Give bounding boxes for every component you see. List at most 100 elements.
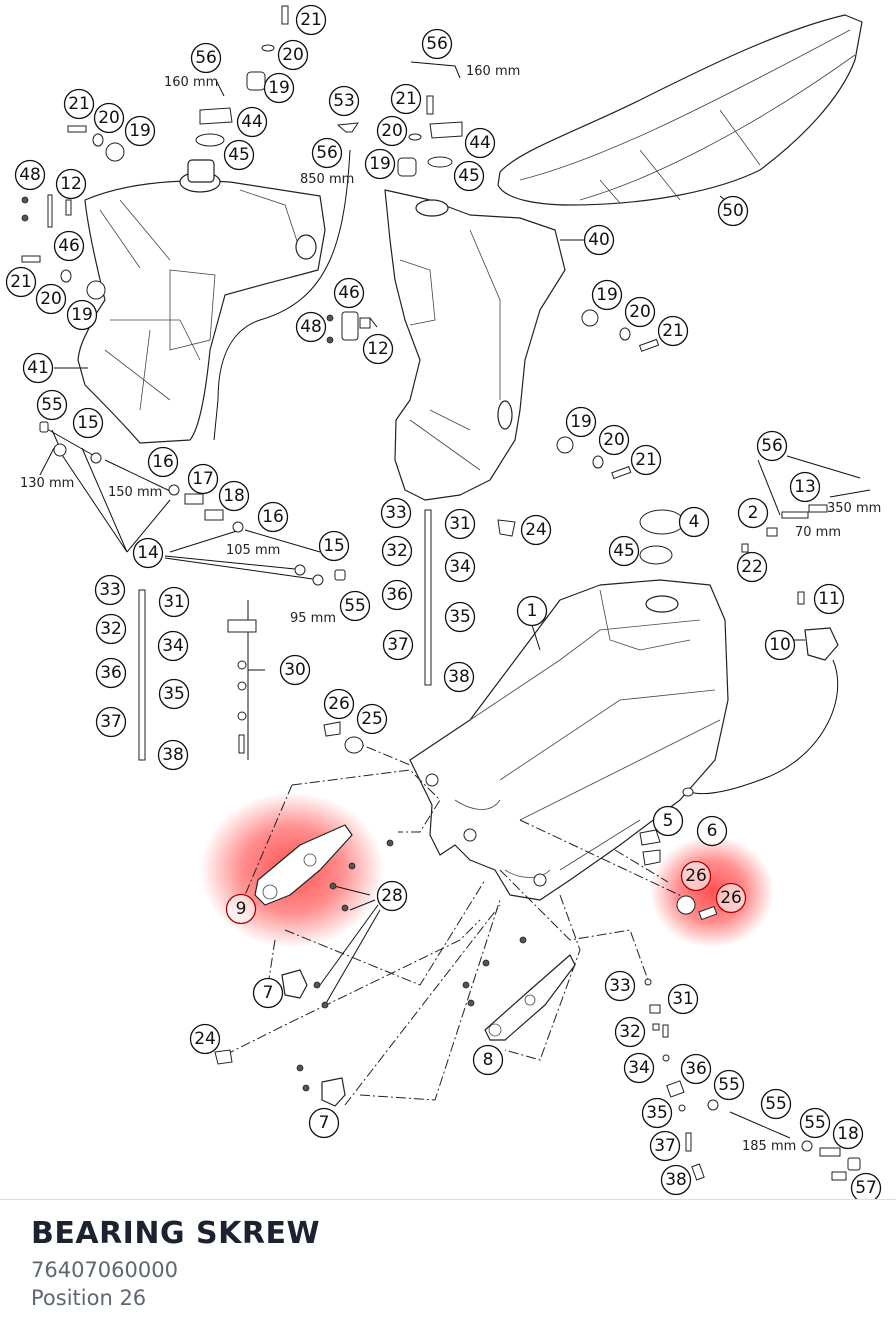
callout-55[interactable]: 55: [799, 1107, 831, 1139]
callout-21[interactable]: 21: [657, 315, 689, 347]
callout-44[interactable]: 44: [464, 127, 496, 159]
callout-20[interactable]: 20: [376, 115, 408, 147]
callout-32[interactable]: 32: [381, 535, 413, 567]
callout-6[interactable]: 6: [696, 815, 728, 847]
callout-33[interactable]: 33: [380, 497, 412, 529]
callout-32[interactable]: 32: [95, 613, 127, 645]
callout-24[interactable]: 24: [520, 514, 552, 546]
callout-56[interactable]: 56: [756, 430, 788, 462]
callout-31[interactable]: 31: [667, 983, 699, 1015]
measurement-label: 70 mm: [795, 525, 841, 540]
callout-26[interactable]: 26: [323, 688, 355, 720]
callout-20[interactable]: 20: [277, 39, 309, 71]
callout-19[interactable]: 19: [364, 148, 396, 180]
callout-55[interactable]: 55: [713, 1069, 745, 1101]
callout-37[interactable]: 37: [95, 706, 127, 738]
callout-18[interactable]: 18: [832, 1118, 864, 1150]
callout-55[interactable]: 55: [339, 590, 371, 622]
callout-35[interactable]: 35: [158, 678, 190, 710]
callout-28[interactable]: 28: [376, 880, 408, 912]
callout-45[interactable]: 45: [223, 139, 255, 171]
callout-38[interactable]: 38: [443, 661, 475, 693]
callout-13[interactable]: 13: [789, 471, 821, 503]
callout-48[interactable]: 48: [14, 159, 46, 191]
callout-4[interactable]: 4: [678, 506, 710, 538]
callout-55[interactable]: 55: [36, 389, 68, 421]
callout-37[interactable]: 37: [649, 1130, 681, 1162]
callout-19[interactable]: 19: [263, 72, 295, 104]
callout-21[interactable]: 21: [63, 88, 95, 120]
callout-34[interactable]: 34: [444, 551, 476, 583]
callout-17[interactable]: 17: [187, 463, 219, 495]
callout-36[interactable]: 36: [680, 1053, 712, 1085]
callout-55[interactable]: 55: [760, 1088, 792, 1120]
callout-44[interactable]: 44: [236, 106, 268, 138]
callout-1[interactable]: 1: [516, 595, 548, 627]
callout-33[interactable]: 33: [604, 970, 636, 1002]
callout-35[interactable]: 35: [444, 601, 476, 633]
callout-38[interactable]: 38: [660, 1164, 692, 1196]
callout-31[interactable]: 31: [444, 508, 476, 540]
callout-9-highlighted[interactable]: 9: [225, 893, 257, 925]
callout-26-highlighted[interactable]: 26: [680, 860, 712, 892]
callout-34[interactable]: 34: [157, 630, 189, 662]
callout-16[interactable]: 16: [147, 446, 179, 478]
callout-21[interactable]: 21: [295, 4, 327, 36]
callout-30[interactable]: 30: [279, 654, 311, 686]
callout-22[interactable]: 22: [736, 551, 768, 583]
leader-lines: [39, 195, 861, 1006]
callout-8[interactable]: 8: [472, 1044, 504, 1076]
callout-7[interactable]: 7: [252, 977, 284, 1009]
callout-14[interactable]: 14: [132, 537, 164, 569]
callout-5[interactable]: 5: [652, 805, 684, 837]
callout-41[interactable]: 41: [22, 352, 54, 384]
callout-40[interactable]: 40: [583, 224, 615, 256]
callout-36[interactable]: 36: [381, 579, 413, 611]
callout-20[interactable]: 20: [598, 424, 630, 456]
callout-35[interactable]: 35: [641, 1097, 673, 1129]
callout-11[interactable]: 11: [813, 583, 845, 615]
callout-12[interactable]: 12: [362, 333, 394, 365]
callout-53[interactable]: 53: [328, 85, 360, 117]
callout-21[interactable]: 21: [5, 266, 37, 298]
callout-25[interactable]: 25: [356, 703, 388, 735]
callout-57[interactable]: 57: [850, 1172, 882, 1201]
callout-20[interactable]: 20: [35, 283, 67, 315]
callout-7[interactable]: 7: [308, 1107, 340, 1139]
callout-26-highlighted[interactable]: 26: [715, 882, 747, 914]
callout-56[interactable]: 56: [311, 137, 343, 169]
callout-19[interactable]: 19: [124, 115, 156, 147]
svg-text:19: 19: [596, 285, 618, 305]
callout-2[interactable]: 2: [737, 497, 769, 529]
callout-24[interactable]: 24: [189, 1023, 221, 1055]
callout-18[interactable]: 18: [218, 480, 250, 512]
callout-46[interactable]: 46: [53, 230, 85, 262]
callout-20[interactable]: 20: [624, 296, 656, 328]
callout-19[interactable]: 19: [66, 299, 98, 331]
callout-19[interactable]: 19: [591, 279, 623, 311]
callout-19[interactable]: 19: [565, 406, 597, 438]
callout-50[interactable]: 50: [717, 195, 749, 227]
callout-37[interactable]: 37: [382, 629, 414, 661]
callout-32[interactable]: 32: [614, 1016, 646, 1048]
callout-31[interactable]: 31: [158, 586, 190, 618]
callout-10[interactable]: 10: [764, 629, 796, 661]
callout-33[interactable]: 33: [94, 574, 126, 606]
callout-15[interactable]: 15: [318, 530, 350, 562]
callout-38[interactable]: 38: [157, 739, 189, 771]
callout-45[interactable]: 45: [453, 160, 485, 192]
callout-36[interactable]: 36: [95, 657, 127, 689]
svg-text:18: 18: [837, 1124, 859, 1144]
callout-45[interactable]: 45: [608, 535, 640, 567]
callout-46[interactable]: 46: [333, 277, 365, 309]
callout-48[interactable]: 48: [295, 311, 327, 343]
callout-12[interactable]: 12: [55, 168, 87, 200]
callout-21[interactable]: 21: [630, 444, 662, 476]
callout-56[interactable]: 56: [421, 28, 453, 60]
callout-15[interactable]: 15: [72, 407, 104, 439]
callout-20[interactable]: 20: [93, 102, 125, 134]
callout-21[interactable]: 21: [390, 83, 422, 115]
callout-16[interactable]: 16: [257, 501, 289, 533]
callout-56[interactable]: 56: [190, 42, 222, 74]
callout-34[interactable]: 34: [623, 1052, 655, 1084]
